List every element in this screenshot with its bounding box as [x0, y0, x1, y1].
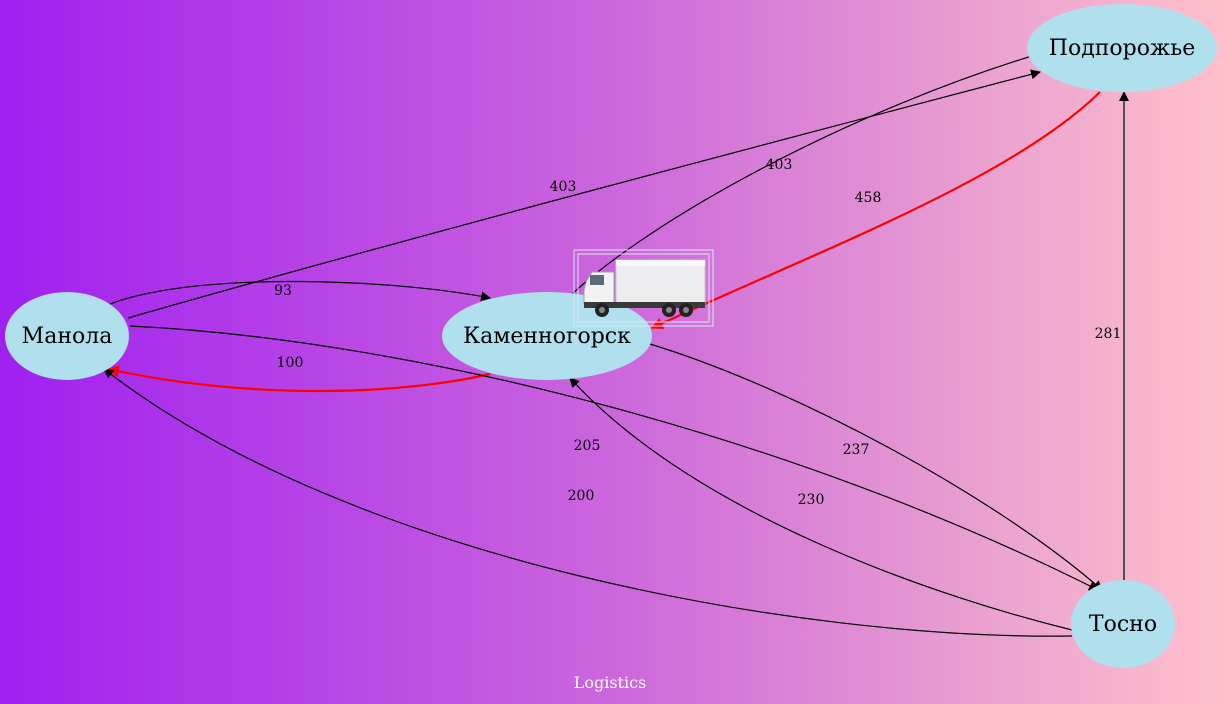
node-manola[interactable]: Манола [5, 292, 129, 380]
edge-label-kamennogorsk-tosno: 237 [843, 442, 870, 458]
node-tosno[interactable]: Тосно [1071, 580, 1175, 668]
edge-tosno-kamennogorsk[interactable] [569, 377, 1073, 631]
edge-manola-kamennogorsk[interactable] [109, 280, 491, 305]
edge-kamennogorsk-podporozhye[interactable] [569, 49, 1046, 297]
truck-icon [573, 249, 714, 327]
edge-tosno-manola[interactable] [103, 368, 1073, 637]
edges [103, 49, 1129, 637]
edge-label-tosno-kamennogorsk: 230 [798, 492, 825, 508]
edge-podporozhye-kamennogorsk[interactable] [650, 91, 1101, 329]
edge-label-tosno-manola: 200 [568, 488, 595, 504]
edge-labels: 403 403 458 93 100 205 200 237 230 281 [274, 157, 1121, 508]
edge-label-manola-kamennogorsk: 93 [274, 283, 292, 299]
edge-label-manola-podporozhye: 403 [550, 179, 577, 195]
node-podporozhye[interactable]: Подпорожье [1027, 4, 1217, 92]
edge-label-podporozhye-kamennogorsk: 458 [855, 190, 882, 206]
edge-manola-podporozhye[interactable] [127, 69, 1041, 319]
node-label-podporozhye: Подпорожье [1049, 36, 1195, 61]
graph-title: Logistics [574, 673, 647, 692]
node-label-kamennogorsk: Каменногорск [463, 324, 631, 349]
edge-label-kamennogorsk-manola: 100 [277, 355, 304, 371]
edge-manola-tosno[interactable] [129, 325, 1099, 591]
edge-label-kamennogorsk-podporozhye: 403 [766, 157, 793, 173]
node-label-tosno: Тосно [1089, 612, 1157, 637]
edge-label-manola-tosno: 205 [574, 438, 601, 454]
node-label-manola: Манола [22, 324, 113, 349]
edge-kamennogorsk-manola[interactable] [106, 365, 491, 393]
edge-label-tosno-podporozhye: 281 [1095, 326, 1122, 342]
edge-kamennogorsk-tosno[interactable] [649, 343, 1103, 591]
